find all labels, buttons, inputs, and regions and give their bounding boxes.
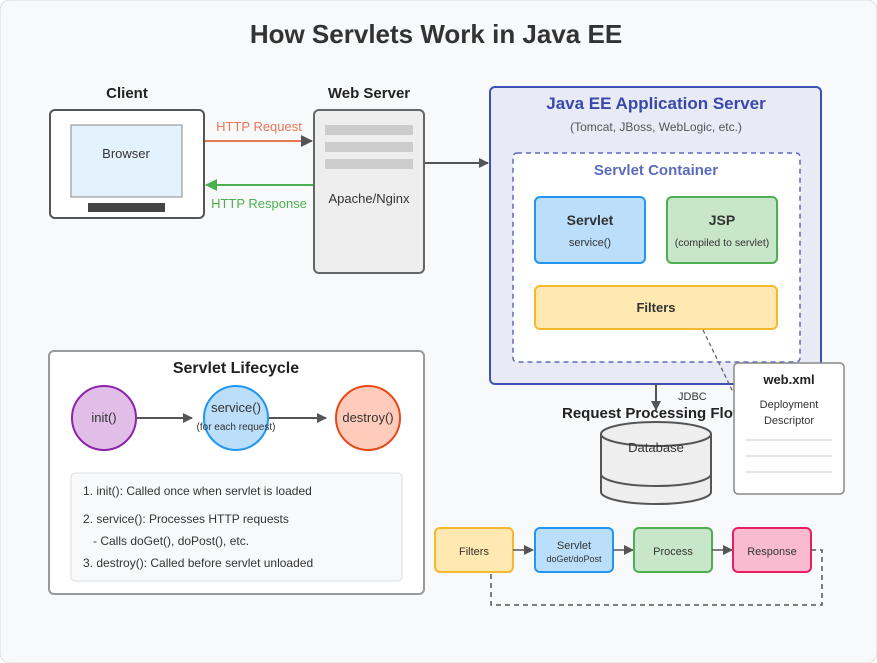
init-label: init() <box>91 410 116 425</box>
database-icon: Database <box>600 421 712 505</box>
http-request-label: HTTP Request <box>216 119 302 134</box>
webxml-title: web.xml <box>762 372 814 387</box>
flow-diagram: Filters Servlet doGet/doPost Process Res… <box>434 527 823 606</box>
flow-servlet-sub: doGet/doPost <box>546 554 602 564</box>
database-label: Database <box>628 440 684 455</box>
init-node <box>71 385 137 451</box>
lifecycle-note-2: 2. service(): Processes HTTP requests <box>83 512 289 526</box>
database-ring <box>600 473 712 487</box>
web-server-box: Apache/Nginx <box>313 109 425 274</box>
service-label: service() <box>211 400 261 415</box>
browser-label: Browser <box>102 146 150 161</box>
client-label: Client <box>106 85 148 102</box>
lifecycle-note-1: 1. init(): Called once when servlet is l… <box>83 484 312 498</box>
lifecycle-notes-box <box>70 472 403 582</box>
webxml-line1: Deployment <box>760 399 819 411</box>
server-rack-bar-3 <box>325 159 413 169</box>
lifecycle-note-3: - Calls doGet(), doPost(), etc. <box>83 534 249 548</box>
client-computer: Browser <box>49 109 205 219</box>
web-server-name: Apache/Nginx <box>329 191 410 206</box>
filters-box-label: Filters <box>636 300 675 315</box>
lifecycle-panel: Servlet Lifecycle init() service() (for … <box>48 350 425 595</box>
service-note: (for each request) <box>197 422 276 433</box>
database-body <box>600 434 712 505</box>
server-rack-bar-2 <box>325 142 413 152</box>
webxml-frame <box>733 362 845 495</box>
flow-response-label: Response <box>747 546 797 558</box>
filters-box <box>534 285 778 330</box>
jdbc-label: JDBC <box>678 391 707 403</box>
lifecycle-title: Servlet Lifecycle <box>173 360 299 377</box>
lifecycle-note-4: 3. destroy(): Called before servlet unlo… <box>83 556 313 570</box>
filters-to-webxml-connector <box>702 329 734 393</box>
jsp-box-title: JSP <box>709 212 735 228</box>
jsp-box-sub: (compiled to servlet) <box>675 237 770 249</box>
flow-title: Request Processing Flow <box>562 405 745 422</box>
service-node <box>203 385 269 451</box>
server-rack-bar-1 <box>325 125 413 135</box>
servlet-container-label: Servlet Container <box>594 162 718 179</box>
servlet-box-title: Servlet <box>567 212 614 228</box>
destroy-node <box>335 385 401 451</box>
app-server-subtitle: (Tomcat, JBoss, WebLogic, etc.) <box>570 120 742 134</box>
database-top <box>600 421 712 447</box>
destroy-label: destroy() <box>342 410 393 425</box>
flow-filters-label: Filters <box>459 546 489 558</box>
app-server-box: Java EE Application Server (Tomcat, JBos… <box>489 86 822 385</box>
flow-process-label: Process <box>653 546 693 558</box>
page-title: How Servlets Work in Java EE <box>250 19 622 49</box>
keyboard-bar <box>88 203 165 212</box>
http-response-label: HTTP Response <box>211 196 307 211</box>
browser-screen <box>70 124 183 198</box>
flow-return-loop <box>490 549 823 606</box>
servlet-box <box>534 196 646 264</box>
webxml-card: web.xml Deployment Descriptor <box>733 362 845 495</box>
jsp-box <box>666 196 778 264</box>
webxml-line2: Descriptor <box>764 415 814 427</box>
flow-servlet-label: Servlet <box>557 540 591 552</box>
web-server-label: Web Server <box>328 85 410 102</box>
servlet-box-sub: service() <box>569 237 611 249</box>
app-server-title: Java EE Application Server <box>546 94 766 113</box>
